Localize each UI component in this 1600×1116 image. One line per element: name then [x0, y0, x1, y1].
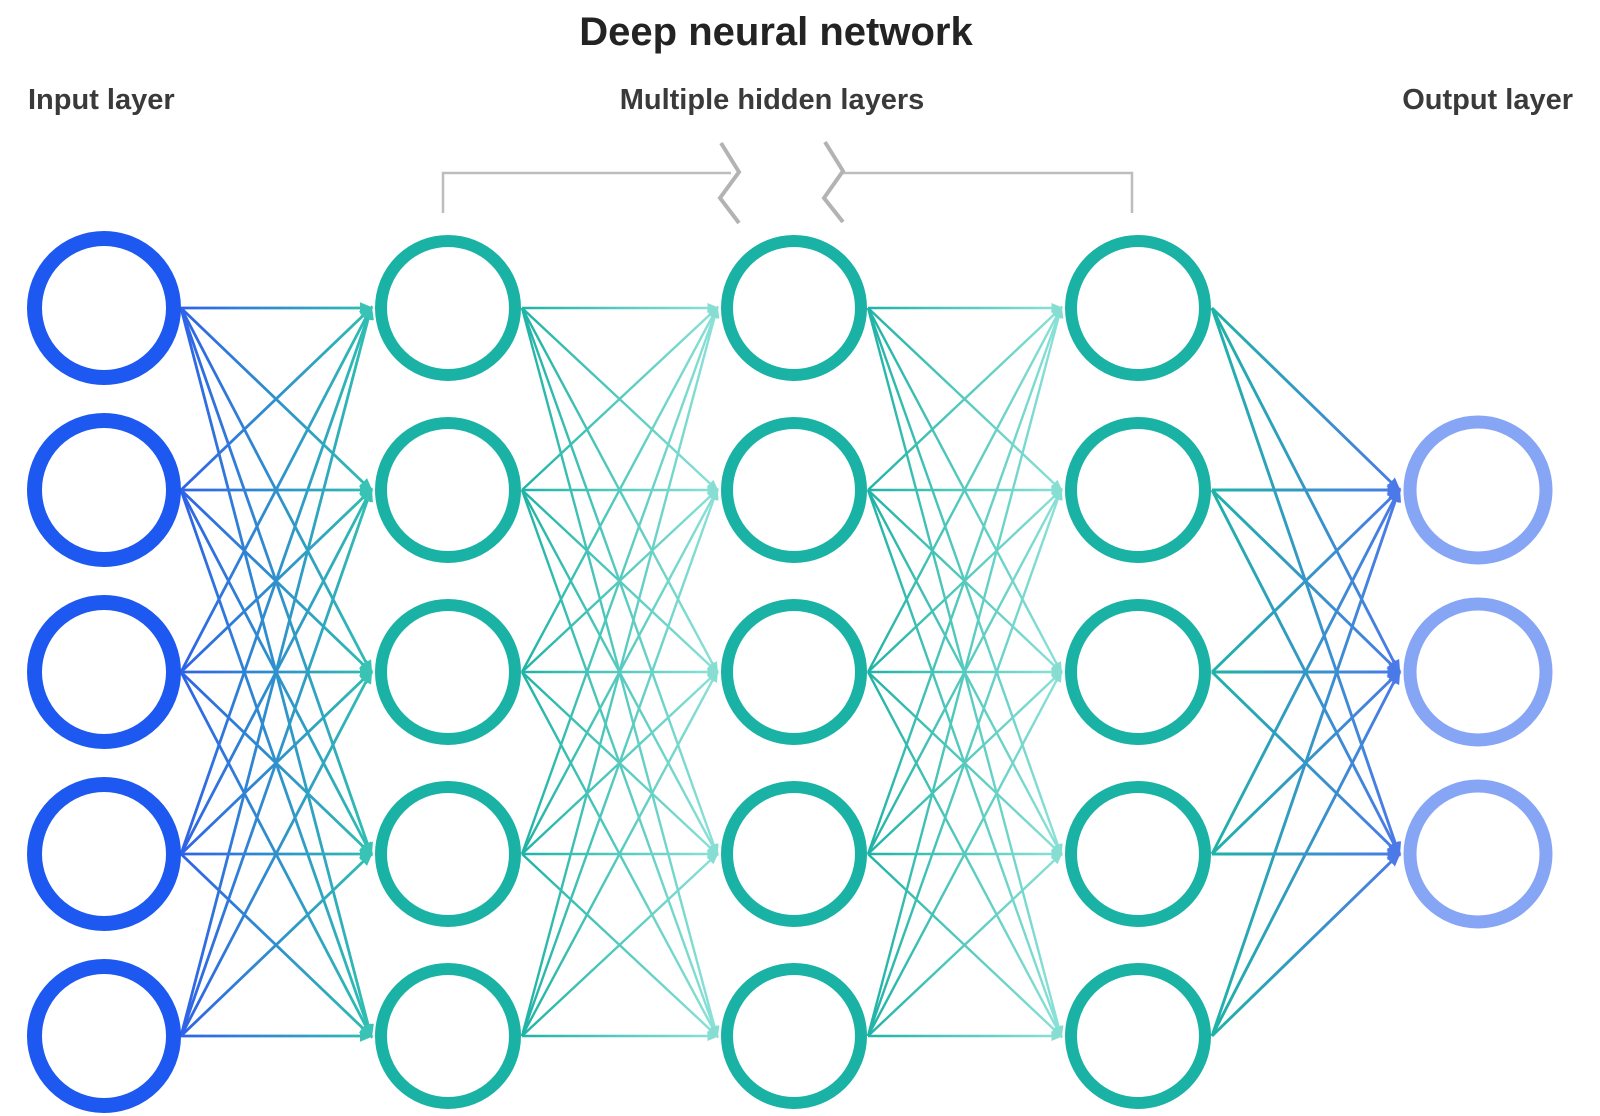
edge: [179, 305, 374, 1037]
hidden-layer-3-node-1: [1065, 235, 1211, 381]
edge: [866, 305, 1064, 1037]
input-layer-node-1: [27, 231, 181, 385]
edge: [179, 305, 373, 673]
output-layer-nodes: [1403, 415, 1553, 929]
edges-input-layer-to-hidden-layer-1: [179, 302, 374, 1042]
hidden-layer-2-node-4: [721, 781, 867, 927]
hidden-layer-1-node-1: [375, 235, 521, 381]
edge: [867, 852, 1063, 1037]
input-layer-node-3: [27, 595, 181, 749]
bracket-left-segment: [441, 171, 731, 213]
edge: [179, 305, 373, 855]
bracket-right-segment: [843, 171, 1134, 213]
edge: [180, 306, 374, 492]
edge: [867, 306, 1063, 491]
hidden-layer-1-node-5: [375, 963, 521, 1109]
edge: [1210, 851, 1402, 1038]
hidden-layer-2-node-5: [721, 963, 867, 1109]
input-layer-label: Input layer: [28, 84, 175, 116]
edge: [520, 669, 719, 1037]
edges-hidden-layer-2-to-hidden-layer-3: [866, 302, 1064, 1042]
edge: [179, 487, 373, 1037]
hidden-layers-label: Multiple hidden layers: [619, 84, 925, 116]
hidden-layer-2-node-3: [721, 599, 867, 745]
hidden-layer-3-nodes: [1065, 235, 1211, 1109]
output-layer-label: Output layer: [1402, 84, 1573, 116]
edge: [1210, 306, 1402, 493]
hidden-layer-3-node-4: [1065, 781, 1211, 927]
hidden-layer-1-nodes: [375, 235, 521, 1109]
hidden-layer-2-node-2: [721, 417, 867, 563]
edges-hidden-layer-3-to-output-layer: [1210, 306, 1402, 1038]
edges-hidden-layer-1-to-hidden-layer-2: [520, 302, 720, 1042]
input-layer-node-5: [27, 959, 181, 1113]
edge: [866, 305, 1063, 855]
diagram-title: Deep neural network: [579, 10, 973, 54]
bracket-break-mark-2: [821, 140, 846, 224]
edge: [1210, 487, 1402, 674]
edge: [520, 305, 719, 855]
input-layer-node-4: [27, 777, 181, 931]
hidden-layer-2-node-1: [721, 235, 867, 381]
hidden-layer-1-node-3: [375, 599, 521, 745]
edge: [179, 669, 373, 1037]
edge: [520, 305, 720, 1037]
hidden-layer-3-node-5: [1065, 963, 1211, 1109]
edge: [520, 305, 719, 673]
input-layer-node-2: [27, 413, 181, 567]
input-layer-nodes: [27, 231, 181, 1113]
output-layer-node-1: [1403, 415, 1553, 565]
hidden-layer-3-node-3: [1065, 599, 1211, 745]
edge: [866, 487, 1063, 1037]
hidden-layer-3-node-2: [1065, 417, 1211, 563]
hidden-layer-1-node-2: [375, 417, 521, 563]
edge: [1210, 487, 1402, 1037]
edge: [866, 305, 1063, 673]
hidden-layers-bracket: [441, 140, 1134, 225]
edge: [520, 487, 719, 1037]
edge: [521, 306, 719, 491]
hidden-layer-2-nodes: [721, 235, 867, 1109]
edge: [866, 669, 1063, 1037]
edge: [521, 852, 719, 1037]
edge: [1210, 669, 1401, 1037]
output-layer-node-2: [1403, 597, 1553, 747]
hidden-layer-1-node-4: [375, 781, 521, 927]
edge: [180, 852, 374, 1038]
output-layer-node-3: [1403, 779, 1553, 929]
edge: [1210, 487, 1401, 855]
bracket-break-mark-1: [717, 141, 742, 225]
